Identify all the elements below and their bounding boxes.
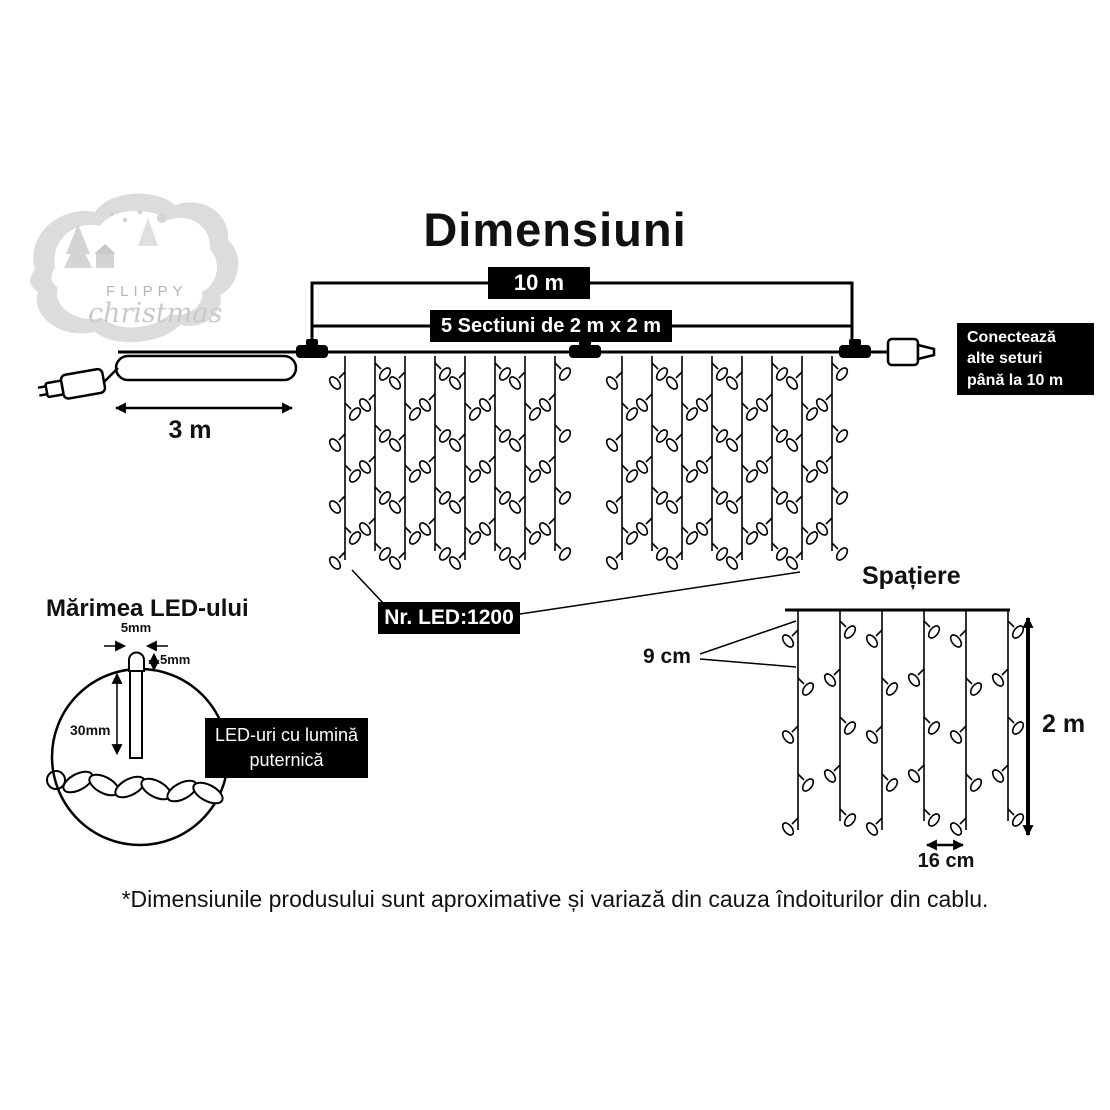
led-brightness-line: puternică [249, 750, 324, 770]
power-plug-right-icon [870, 337, 936, 367]
lead-length-label: 3 m [168, 416, 212, 444]
led-count-pointer-lines [351, 569, 801, 615]
page-title: Dimensiuni [423, 203, 687, 256]
spacing-section-title: Spațiere [862, 562, 961, 590]
connect-note-line: alte seturi [967, 350, 1043, 368]
led-brightness-badge: LED-uri cu lumină puternică [205, 718, 368, 778]
led-gap-label: 9 cm [643, 645, 691, 668]
logo-brand-script: christmas [88, 298, 223, 329]
bulb-cap-label: 5mm [160, 652, 191, 667]
logo-cloud-icon [30, 193, 239, 343]
bulb-width-label: 5mm [120, 620, 152, 635]
spacing-led-curtain [781, 610, 1025, 836]
connect-note-badge: Conectează alte seturi până la 10 m [957, 323, 1094, 395]
connect-note-line: Conectează [967, 329, 1056, 347]
connect-note-line: până la 10 m [967, 371, 1064, 389]
led-curtain-right [605, 356, 849, 570]
spacing-9cm-pointer-lines [699, 620, 797, 668]
string-gap-label: 16 cm [917, 850, 975, 872]
led-curtain-left [328, 356, 572, 570]
power-plug-left-icon [37, 367, 119, 400]
bulb-body-label: 30mm [70, 722, 111, 738]
lead-cable [114, 354, 298, 382]
drop-height-label: 2 m [1042, 710, 1086, 738]
twisted-wire-icon [46, 770, 224, 805]
total-width-badge: 10 m [488, 267, 590, 299]
led-brightness-line: LED-uri cu lumină [214, 724, 359, 745]
led-size-section-title: Mărimea LED-ului [46, 595, 249, 622]
disclaimer-note: *Dimensiunile produsului sunt aproximati… [121, 886, 989, 912]
logo-brand-text: FLIPPY [106, 283, 188, 300]
sections-badge: 5 Sectiuni de 2 m x 2 m [430, 310, 672, 342]
led-bulb-drawing-icon [104, 640, 168, 759]
led-count-badge: Nr. LED:1200 [378, 602, 520, 634]
